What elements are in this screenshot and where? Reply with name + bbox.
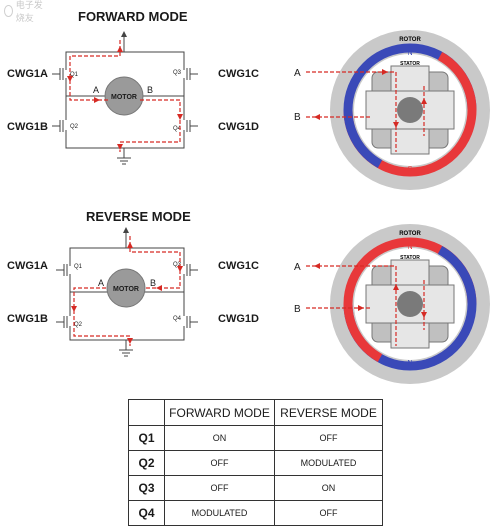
table-cell-forward: OFF: [164, 475, 275, 501]
forward-input-b-label: B: [294, 112, 301, 123]
reverse-q4-label: Q4: [173, 316, 182, 322]
forward-cwg1c-label: CWG1C: [218, 68, 259, 80]
switch-state-table: FORWARD MODE REVERSE MODE Q1 ON OFF Q2 O…: [128, 399, 383, 526]
forward-q4-label: Q4: [173, 126, 182, 132]
forward-stator-label: STATOR: [400, 61, 420, 67]
forward-rotor-label: ROTOR: [399, 37, 421, 43]
reverse-q1-label: Q1: [74, 264, 83, 270]
reverse-cwg1b-label: CWG1B: [7, 313, 48, 325]
reverse-mode-title: REVERSE MODE: [86, 209, 191, 224]
reverse-north-top-label: N: [407, 244, 412, 251]
watermark-logo: 电子发烧友: [4, 0, 46, 23]
table-row-label: Q1: [128, 425, 165, 451]
forward-winding-current: [306, 71, 425, 152]
reverse-cwg1a-label: CWG1A: [7, 260, 48, 272]
table-row-label: Q2: [128, 450, 165, 476]
table-row: Q4 MODULATED OFF: [128, 500, 383, 526]
table-row: Q1 ON OFF: [128, 425, 383, 451]
forward-cwg1a-label: CWG1A: [7, 68, 48, 80]
forward-rotor-diagram: ROTOR STATOR N S A B: [294, 30, 490, 190]
forward-q2-label: Q2: [70, 124, 79, 130]
watermark-text: 电子发烧友: [15, 0, 43, 23]
table-header-row: FORWARD MODE REVERSE MODE: [128, 399, 383, 426]
table-cell-forward: MODULATED: [164, 500, 275, 526]
forward-q1-label: Q1: [70, 72, 79, 78]
forward-input-a-label: A: [294, 68, 301, 79]
forward-mode-title: FORWARD MODE: [78, 9, 188, 24]
forward-node-a-label: A: [93, 85, 99, 95]
table-row: Q2 OFF MODULATED: [128, 450, 383, 476]
forward-q3-label: Q3: [173, 70, 182, 76]
reverse-rotor-label: ROTOR: [399, 231, 421, 237]
reverse-node-b-label: B: [150, 278, 156, 288]
forward-cwg1d-label: CWG1D: [218, 121, 259, 133]
reverse-supply-arrow-icon: [123, 227, 129, 233]
reverse-motor: [106, 268, 146, 308]
table-cell-reverse: MODULATED: [274, 450, 383, 476]
reverse-motor-label: MOTOR: [113, 286, 139, 293]
table-row: Q3 OFF ON: [128, 475, 383, 501]
forward-motor: [104, 76, 144, 116]
forward-south-bottom-label: S: [408, 166, 413, 173]
table-cell-reverse: OFF: [274, 500, 383, 526]
forward-supply-arrow-icon: [121, 31, 127, 37]
table-cell-reverse: OFF: [274, 425, 383, 451]
reverse-cwg1c-label: CWG1C: [218, 260, 259, 272]
table-row-label: Q4: [128, 500, 165, 526]
reverse-rotor-diagram: ROTOR STATOR N N A B: [294, 224, 490, 384]
table-cell-forward: ON: [164, 425, 275, 451]
reverse-stator-label: STATOR: [400, 255, 420, 261]
table-header-corner: [128, 399, 165, 426]
reverse-q2-label: Q2: [74, 322, 83, 328]
reverse-cwg1d-label: CWG1D: [218, 313, 259, 325]
table-cell-forward: OFF: [164, 450, 275, 476]
reverse-input-a-label: A: [294, 262, 301, 273]
table-cell-reverse: ON: [274, 475, 383, 501]
reverse-input-b-label: B: [294, 304, 301, 315]
reverse-north-bottom-label: N: [407, 360, 412, 367]
reverse-hbridge-diagram: MOTOR Q1 Q2 Q3 Q4 A B: [56, 227, 198, 357]
forward-node-b-label: B: [147, 85, 153, 95]
table-header-forward: FORWARD MODE: [164, 399, 275, 426]
forward-motor-label: MOTOR: [111, 94, 137, 101]
forward-north-top-label: N: [407, 50, 412, 57]
watermark-icon: [4, 5, 13, 17]
forward-hbridge-diagram: MOTOR Q1 Q2 Q3 Q4 A B: [52, 31, 198, 165]
forward-cwg1b-label: CWG1B: [7, 121, 48, 133]
reverse-node-a-label: A: [98, 278, 104, 288]
table-header-reverse: REVERSE MODE: [274, 399, 383, 426]
table-row-label: Q3: [128, 475, 165, 501]
reverse-q3-label: Q3: [173, 262, 182, 268]
